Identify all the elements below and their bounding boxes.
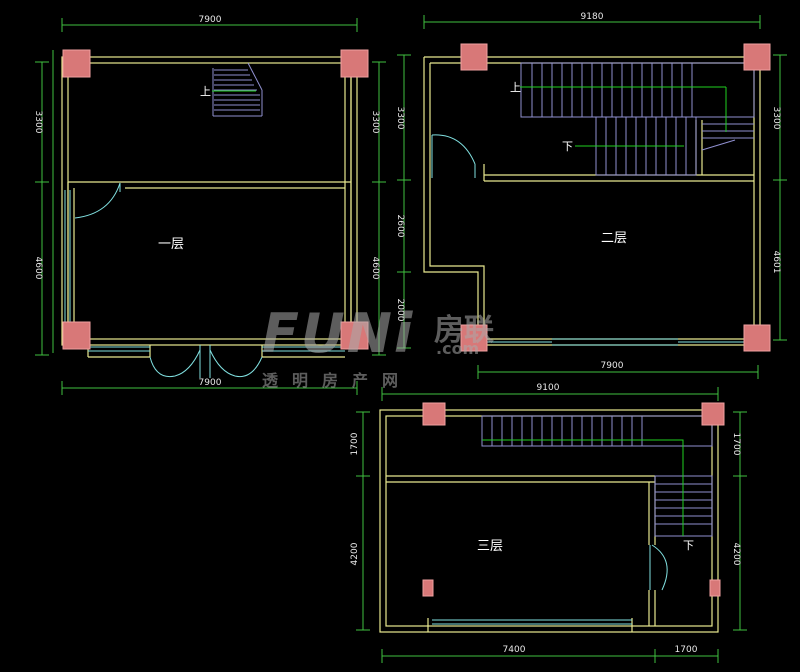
plan2-window-bottom <box>484 338 754 346</box>
plan3-dim-left-upper: 1700 <box>350 432 360 455</box>
plan1-dim-right-upper: 3300 <box>370 111 380 134</box>
plan1-dim-left-lower: 4600 <box>33 257 43 280</box>
plan2-stair-down-label: 下 <box>562 140 573 153</box>
plan3-columns <box>422 402 725 597</box>
watermark-brand-cn: 房联 <box>434 313 494 348</box>
plan3-room-label: 三层 <box>477 539 503 554</box>
plan1-dim-bottom: 7900 <box>199 378 222 388</box>
plan1-doors <box>74 182 263 378</box>
plan2-dim-bottom: 7900 <box>601 361 624 371</box>
plan2-columns <box>460 43 771 352</box>
plan1-window-bottom <box>88 346 345 352</box>
plan2-dim-left-lower: 2000 <box>395 299 405 322</box>
watermark-domain: .com <box>436 339 479 358</box>
plan2-dim-right-lower: 4601 <box>771 251 781 274</box>
plan2-dim-left-upper: 3300 <box>395 107 405 130</box>
plan-second-floor: 9180 7900 3300 2600 2000 3300 4601 <box>395 12 787 379</box>
plan1-dimension-lines <box>35 18 386 395</box>
plan3-dim-bottom-right: 1700 <box>675 645 698 655</box>
plan3-walls <box>379 409 719 633</box>
plan1-room-label: 一层 <box>158 237 184 252</box>
plan3-dim-top: 9100 <box>537 383 560 393</box>
plan2-dim-left-middle: 2600 <box>395 215 405 238</box>
plan3-dim-right-upper: 1700 <box>731 433 741 456</box>
plan2-stair-arrows <box>520 86 727 147</box>
plan2-dim-right-upper: 3300 <box>771 107 781 130</box>
watermark-subtitle: 透明房产网 <box>262 371 412 390</box>
plan3-stair-down-label: 下 <box>683 539 694 552</box>
plan1-stair-up-label: 上 <box>200 85 211 98</box>
plan1-window-left <box>64 190 71 340</box>
plan3-dimension-lines <box>356 387 747 663</box>
plan1-columns <box>62 49 369 350</box>
plan1-stair <box>212 62 263 117</box>
plan1-dim-top: 7900 <box>199 15 222 25</box>
plan-third-floor: 9100 7400 1700 1700 4200 1700 4200 <box>350 383 747 663</box>
plan2-stair-upper <box>520 62 755 139</box>
plan1-dim-right-lower: 4600 <box>370 257 380 280</box>
plan2-dim-top: 9180 <box>581 12 604 22</box>
plan2-door <box>431 134 476 178</box>
plan2-stair-up-label: 上 <box>510 81 521 94</box>
plan3-stair <box>481 415 713 537</box>
plan3-dim-bottom-left: 7400 <box>503 645 526 655</box>
watermark-brand: FUNi <box>262 302 414 365</box>
plan3-door <box>649 544 668 591</box>
plan3-window-bottom <box>432 619 632 625</box>
plan3-dim-left-lower: 4200 <box>350 542 360 565</box>
plan3-dim-right-lower: 4200 <box>731 543 741 566</box>
watermark: FUNi 房联 .com 透明房产网 <box>262 302 494 390</box>
plan-first-floor: 7900 7900 3300 4600 3300 4600 <box>33 15 386 395</box>
plan2-room-label: 二层 <box>601 231 627 246</box>
plan2-dimension-lines <box>397 15 787 379</box>
plan3-stair-arrow <box>482 439 684 536</box>
plan1-dim-left-upper: 3300 <box>33 111 43 134</box>
